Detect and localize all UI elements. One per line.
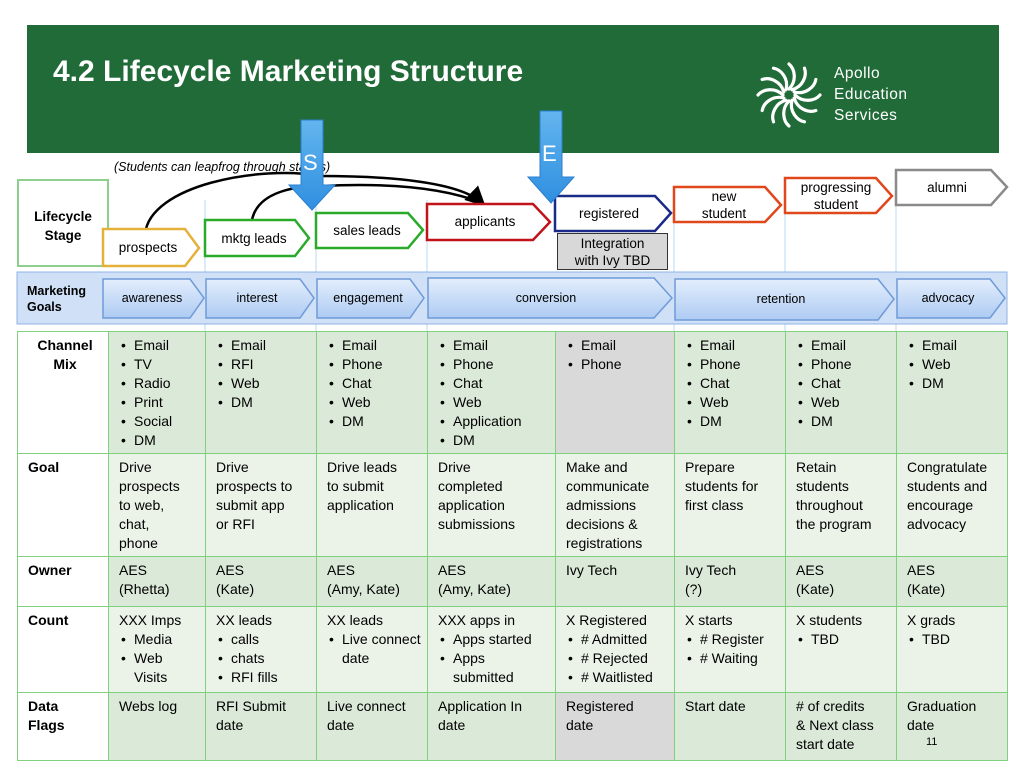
leapfrog-curve-to-applicants bbox=[319, 174, 486, 207]
goal-interest-shape bbox=[205, 278, 315, 319]
row-label-owner: Owner bbox=[17, 556, 109, 607]
integration-note-box: Integration with Ivy TBD bbox=[557, 233, 668, 270]
stage-mktg-leads-shape bbox=[203, 218, 311, 258]
stage-alumni-shape bbox=[894, 168, 1009, 207]
row-owner: Owner AES(Rhetta) AES(Kate) AES(Amy, Kat… bbox=[17, 556, 1008, 607]
cell-channel: EmailTVRadioPrintSocialDM bbox=[108, 331, 206, 454]
cell-flags: Start date bbox=[674, 692, 786, 761]
cell-flags: Webs log bbox=[108, 692, 206, 761]
cell-count: XXX apps inApps startedApps submitted bbox=[427, 606, 556, 693]
stage-prospects-shape bbox=[101, 227, 201, 268]
stage-sales-leads-shape bbox=[314, 211, 425, 250]
cell-owner: Ivy Tech(?) bbox=[674, 556, 786, 607]
goal-retention: retention bbox=[756, 292, 806, 306]
cell-channel: EmailWebDM bbox=[896, 331, 1008, 454]
cell-count: XX leadscallschatsRFI fills bbox=[205, 606, 317, 693]
cell-channel: EmailPhoneChatWebApplicationDM bbox=[427, 331, 556, 454]
goal-engagement-shape bbox=[316, 278, 425, 319]
row-label-goal: Goal bbox=[17, 453, 109, 557]
end-arrow-shape bbox=[526, 110, 576, 204]
cell-owner: AES(Kate) bbox=[896, 556, 1008, 607]
cell-count: X studentsTBD bbox=[785, 606, 897, 693]
cell-channel: EmailPhoneChatWebDM bbox=[674, 331, 786, 454]
stage-progressing-student: progressing student bbox=[800, 180, 872, 212]
cell-channel: EmailRFIWebDM bbox=[205, 331, 317, 454]
goal-awareness: awareness bbox=[121, 291, 183, 305]
goal-advocacy: advocacy bbox=[921, 291, 975, 305]
row-count: Count XXX ImpsMediaWeb Visits XX leadsca… bbox=[17, 606, 1008, 693]
cell-channel: EmailPhone bbox=[555, 331, 675, 454]
cell-owner: AES(Rhetta) bbox=[108, 556, 206, 607]
cell-count: X Registered# Admitted# Rejected# Waitli… bbox=[555, 606, 675, 693]
stage-registered-shape bbox=[553, 194, 673, 233]
stage-applicants-shape bbox=[425, 202, 552, 242]
stage-new-student-shape bbox=[672, 185, 783, 224]
cell-owner: AES(Amy, Kate) bbox=[427, 556, 556, 607]
stage-alumni: alumni bbox=[927, 180, 967, 195]
stage-prospects: prospects bbox=[118, 240, 178, 255]
logo-text: Apollo Education Services bbox=[834, 65, 908, 124]
goal-interest: interest bbox=[236, 291, 278, 305]
goal-awareness-shape bbox=[102, 278, 205, 319]
start-arrow-shape bbox=[287, 119, 337, 211]
leapfrog-curve-prospects bbox=[143, 171, 321, 235]
lifecycle-stage-label: Lifecycle Stage bbox=[34, 209, 92, 243]
marketing-goals-label: Marketing Goals bbox=[27, 284, 87, 314]
stage-applicants: applicants bbox=[454, 214, 516, 229]
goal-engagement: engagement bbox=[333, 291, 403, 305]
row-label-count: Count bbox=[17, 606, 109, 693]
stage-new-student: new student bbox=[701, 189, 747, 221]
goal-retention-shape bbox=[674, 278, 895, 321]
apollo-logo-icon bbox=[756, 62, 822, 128]
cell-count: XX leadsLive connect date bbox=[316, 606, 428, 693]
cell-count: X gradsTBD bbox=[896, 606, 1008, 693]
header-banner bbox=[27, 25, 999, 153]
cell-owner: Ivy Tech bbox=[555, 556, 675, 607]
page-number: 11 bbox=[926, 736, 938, 748]
lifecycle-label-box bbox=[17, 179, 109, 267]
cell-channel: EmailPhoneChatWebDM bbox=[785, 331, 897, 454]
goal-conversion-shape bbox=[427, 277, 674, 319]
cell-count: X starts# Register# Waiting bbox=[674, 606, 786, 693]
stage-registered: registered bbox=[578, 206, 640, 221]
leapfrog-note: (Students can leapfrog through stages) bbox=[114, 160, 331, 174]
cell-owner: AES(Amy, Kate) bbox=[316, 556, 428, 607]
start-marker: S bbox=[303, 150, 318, 175]
stage-progressing-shape bbox=[783, 176, 894, 215]
stage-mktg-leads: mktg leads bbox=[221, 231, 287, 246]
cell-owner: AES(Kate) bbox=[205, 556, 317, 607]
goal-conversion: conversion bbox=[515, 291, 577, 305]
goal-advocacy-shape bbox=[896, 278, 1006, 319]
end-marker: E bbox=[542, 141, 557, 166]
cell-owner: AES(Kate) bbox=[785, 556, 897, 607]
cell-count: XXX ImpsMediaWeb Visits bbox=[108, 606, 206, 693]
cell-channel: EmailPhoneChatWebDM bbox=[316, 331, 428, 454]
stage-sales-leads: sales leads bbox=[333, 223, 401, 238]
page-title: 4.2 Lifecycle Marketing Structure bbox=[53, 55, 524, 88]
